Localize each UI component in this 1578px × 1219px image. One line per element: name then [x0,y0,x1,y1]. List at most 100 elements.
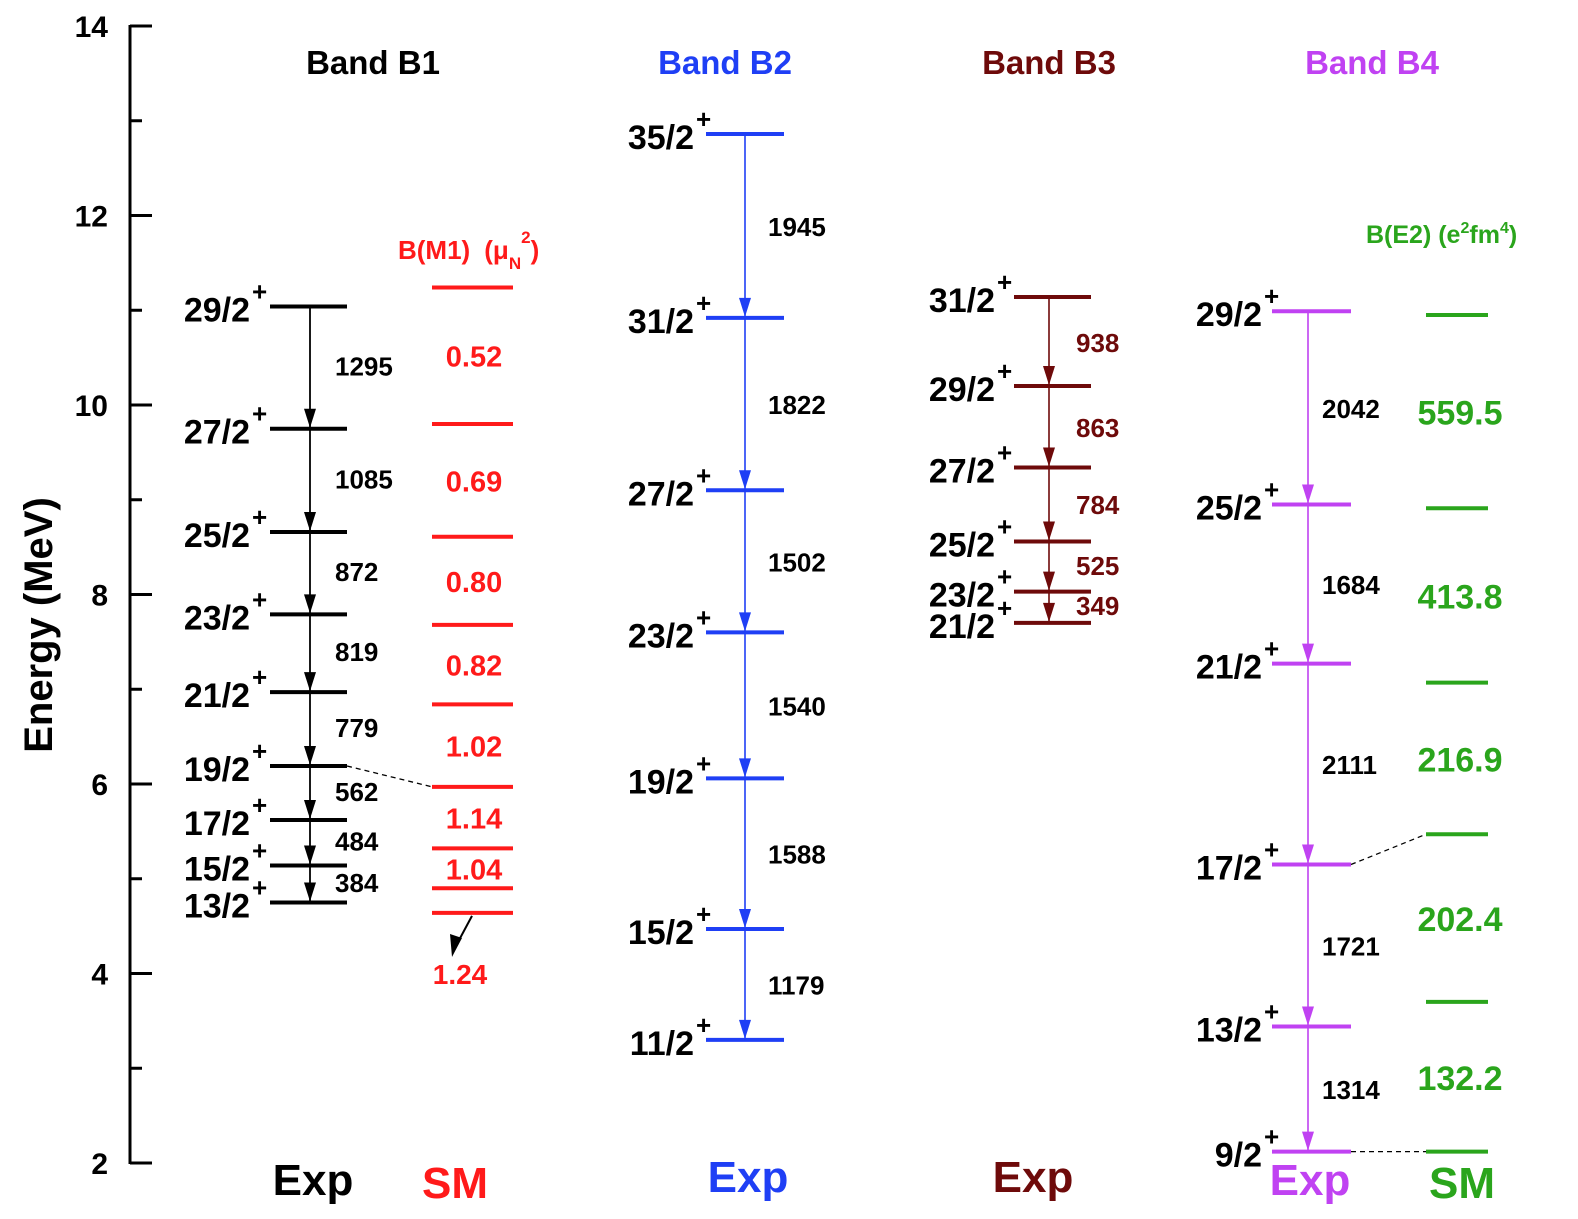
b4-transition-arrowhead [1302,1131,1314,1151]
b1-level-parity: + [252,662,267,692]
b4-level-parity: + [1264,835,1279,865]
b3-level-spin: 21/2 [929,608,995,646]
b3-level-label: 31/2 [929,282,995,320]
b3-level-parity: + [997,593,1012,623]
b2-level-label: 35/2 [628,119,694,157]
b2-transition-arrowhead [739,297,751,317]
b4-level-label: 9/2 [1215,1137,1262,1175]
b4-level-label: 29/2 [1196,296,1262,334]
y-tick-label: 10 [75,390,108,423]
b3-transition-energy: 349 [1076,591,1119,621]
b3-transition-arrowhead [1043,366,1055,386]
b4-transition-energy: 2111 [1322,750,1377,780]
b1-level-label: 13/2 [184,887,250,925]
b1-level-label: 23/2 [184,599,250,637]
b4-level-label: 17/2 [1196,850,1262,888]
y-axis-label: Energy (MeV) [17,497,61,753]
band-b3: Band B3 Exp 21/2+23/2+25/2+27/2+29/2+31/… [929,44,1120,1202]
b4-level-spin: 29/2 [1196,296,1262,334]
band-b2-title: Band B2 [658,44,792,81]
b1-transition-arrowhead [304,672,316,692]
b-e2-header-main: B(E2) (e [1366,221,1461,249]
b3-level-spin: 29/2 [929,371,995,409]
sm-m1-value: 0.80 [446,567,502,599]
y-tick-label: 8 [91,580,108,613]
y-tick-label: 12 [75,201,108,234]
b1-level-parity: + [252,835,267,865]
b3-transition-arrowhead [1043,521,1055,541]
b1-level-parity: + [252,502,267,532]
b3-level-label: 29/2 [929,371,995,409]
band-b4: Band B4 Exp 9/2+13/2+17/2+21/2+25/2+29/2… [1196,44,1440,1205]
shell-model-e2: SM B(E2) (e2fm4) 132.2202.4216.9413.8559… [1366,220,1517,1208]
b2-transition-energy: 1179 [768,970,824,1000]
b2-level-spin: 19/2 [628,763,694,801]
b2-level-label: 19/2 [628,763,694,801]
b2-level-spin: 23/2 [628,617,694,655]
band-b3-exp-label: Exp [993,1153,1074,1202]
b2-level-spin: 31/2 [628,303,694,341]
sm-m1-value: 1.02 [446,732,502,764]
b1-level-spin: 17/2 [184,805,250,843]
b4-level-label: 21/2 [1196,649,1262,687]
b4-level-parity: + [1264,281,1279,311]
b1-level-label: 17/2 [184,805,250,843]
b3-level-label: 21/2 [929,608,995,646]
b3-transition-energy: 863 [1076,413,1119,443]
b-e2-header-sup1: 2 [1460,220,1469,237]
b-m1-header-main: B(M1) [398,235,470,265]
b1-level-label: 21/2 [184,677,250,715]
b4-transition-energy: 1684 [1322,570,1380,600]
b1-transition-energy: 872 [335,557,378,587]
b-e2-header-end: ) [1509,221,1517,249]
b1-level-spin: 25/2 [184,517,250,555]
b1-level-parity: + [252,872,267,902]
b4-level-label: 13/2 [1196,1012,1262,1050]
b1-transition-energy: 819 [335,637,378,667]
b-m1-header-sup: 2 [521,228,530,247]
b3-level-parity: + [997,267,1012,297]
b-m1-header-sub: N [509,254,521,273]
y-tick-label: 6 [91,769,108,802]
b4-transition-energy: 2042 [1322,394,1380,424]
b2-level-label: 11/2 [630,1025,694,1063]
b-m1-header-open: ( [484,235,493,265]
sm-m1-value: 0.82 [446,651,502,683]
sm-e2-value: 413.8 [1417,578,1502,616]
b4-level-spin: 25/2 [1196,489,1262,527]
b3-transition-arrowhead [1043,447,1055,467]
b2-transition-energy: 1822 [768,390,826,420]
b2-level-parity: + [696,1010,711,1040]
b4-transition-energy: 1314 [1322,1075,1380,1105]
b1-transition-energy: 1295 [335,352,393,382]
b3-transition-arrowhead [1043,571,1055,591]
b2-level-spin: 11/2 [630,1025,694,1063]
band-b4-title: Band B4 [1305,44,1440,81]
b2-transition-energy: 1588 [768,840,826,870]
b1-level-parity: + [252,276,267,306]
b1-level-label: 27/2 [184,414,250,452]
band-b2: Band B2 Exp 11/2+15/2+19/2+23/2+27/2+31/… [628,44,826,1202]
b4-transition-arrowhead [1302,643,1314,663]
b2-transition-arrowhead [739,1019,751,1039]
b3-level-spin: 27/2 [929,453,995,491]
y-tick-label: 4 [91,959,108,992]
sm-m1-arrowhead [450,934,462,957]
b-e2-header-mid: fm [1469,221,1500,249]
b1-level-label: 19/2 [184,751,250,789]
b4-transition-energy: 1721 [1322,932,1380,962]
b2-transition-energy: 1502 [768,547,826,577]
b1-transition-energy: 1085 [335,464,393,494]
b1-transition-arrowhead [304,745,316,765]
b1-transition-arrowhead [304,511,316,531]
b2-level-spin: 27/2 [628,475,694,513]
sm-e2-value: 216.9 [1417,741,1502,779]
b3-level-parity: + [997,438,1012,468]
b3-level-parity: + [997,562,1012,592]
b3-level-parity: + [997,511,1012,541]
b2-level-parity: + [696,899,711,929]
b1-level-spin: 29/2 [184,291,250,329]
b2-level-label: 31/2 [628,303,694,341]
b2-level-parity: + [696,602,711,632]
